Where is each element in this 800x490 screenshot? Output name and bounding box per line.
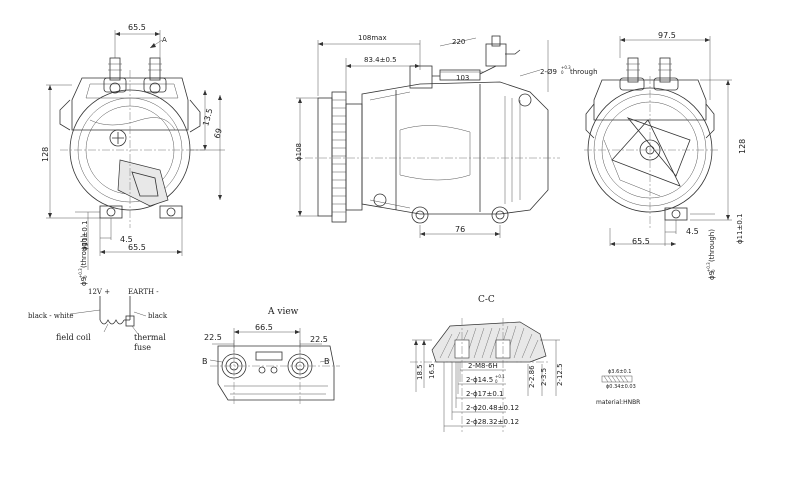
wiring-thermal: thermal xyxy=(134,333,166,342)
side-dim-220: 220 xyxy=(452,38,465,46)
cc-d145-tol: +0.1 xyxy=(495,374,505,379)
material-dim-bottom: ϕ0.34±0.03 xyxy=(606,384,636,390)
side-holes-tol: +0.3 xyxy=(561,65,571,70)
cc-d145-tol2: 0 xyxy=(495,379,498,384)
front-hole-9-tol2: 0 xyxy=(83,275,88,278)
rear-hole-11: ϕ11±0.1 xyxy=(736,213,744,244)
cc-v185: 18.5 xyxy=(416,364,424,380)
a-view-dim-225-right: 22.5 xyxy=(310,335,328,344)
wiring-12v: 12V + xyxy=(88,288,110,296)
front-hole-9-suffix: (through) xyxy=(80,235,88,268)
side-holes-tol2: 0 xyxy=(561,70,564,75)
side-dim-108max: 108max xyxy=(358,34,387,42)
front-view: 65.5 A 128 13.5 69 4.5 65.5 ϕ11±0.1 ϕ9 +… xyxy=(41,23,225,286)
wiring-diagram: 12V + EARTH - black - white black field … xyxy=(28,288,168,352)
rear-hole-9-tol2: 0 xyxy=(711,269,716,272)
cc-v286: 2-2.86 xyxy=(528,365,536,388)
cc-v165: 16.5 xyxy=(428,363,436,379)
cc-d2832: 2-ϕ28.32±0.12 xyxy=(466,418,519,426)
cc-d2048: 2-ϕ20.48±0.12 xyxy=(466,404,519,412)
front-dim-69: 69 xyxy=(213,127,224,139)
a-view-dim-225-left: 22.5 xyxy=(204,333,222,342)
wiring-field-coil: field coil xyxy=(56,333,91,342)
front-height-dim: 128 xyxy=(41,147,50,162)
front-hole-9-tol: +0.3 xyxy=(78,268,83,278)
a-view-b-left: B xyxy=(202,357,208,366)
cc-v35: 2-3.5 xyxy=(540,368,548,386)
material-dim-top: ϕ3.6±0.1 xyxy=(608,369,631,375)
material-label: material:HNBR xyxy=(596,399,640,406)
side-view: 108max 83.4±0.5 220 103 ϕ108 76 2-Ø9 +0.… xyxy=(295,34,598,238)
cc-d17: 2-ϕ17±0.1 xyxy=(466,390,504,398)
a-view-b-right: B xyxy=(324,357,330,366)
a-view: A view 66.5 22.5 22.5 B B xyxy=(202,307,340,406)
front-hole-11: ϕ11±0.1 xyxy=(81,220,89,251)
side-dia-108: ϕ108 xyxy=(295,143,303,161)
rear-view: 97.5 128 4.5 65.5 ϕ11±0.1 ϕ9 +0.3 0 (thr… xyxy=(584,31,747,280)
rear-hole-9-label: ϕ9 +0.3 0 (through) xyxy=(706,229,716,280)
front-bottom-655: 65.5 xyxy=(128,243,146,252)
rear-hole-9-suffix: (through) xyxy=(708,229,716,262)
side-dim-103: 103 xyxy=(456,74,469,82)
wiring-black-white: black - white xyxy=(28,312,74,320)
rear-height-dim: 128 xyxy=(738,139,747,154)
a-view-title: A view xyxy=(267,307,299,317)
wiring-black: black xyxy=(148,312,168,320)
cc-v125: 2-12.5 xyxy=(556,363,564,386)
side-holes: 2-Ø9 xyxy=(540,68,557,76)
front-width-dim: 65.5 xyxy=(128,23,146,32)
rear-bottom-655: 65.5 xyxy=(632,237,650,246)
front-bottom-45: 4.5 xyxy=(120,235,133,244)
side-dim-76: 76 xyxy=(455,225,465,234)
front-dim-135: 13.5 xyxy=(201,107,214,127)
cc-title: C-C xyxy=(478,295,495,305)
rear-width-dim: 97.5 xyxy=(658,31,676,40)
cc-d145: 2-ϕ14.5 xyxy=(466,376,493,384)
front-hole-9-label: ϕ9 +0.3 0 (through) xyxy=(78,235,88,286)
material-note: ϕ3.6±0.1 ϕ0.34±0.03 material:HNBR xyxy=(596,369,640,406)
cc-section: C-C 2-M8-6H 2-ϕ14.5 +0.1 0 2-ϕ17±0.1 2-ϕ… xyxy=(410,295,564,432)
rear-bottom-45: 4.5 xyxy=(686,227,699,236)
side-holes-suffix: through xyxy=(570,68,598,76)
wiring-fuse: fuse xyxy=(134,343,151,352)
rear-hole-9-tol: +0.3 xyxy=(706,262,711,272)
front-hole-9: ϕ9 xyxy=(80,277,88,286)
side-dim-834: 83.4±0.5 xyxy=(364,56,397,64)
cc-thread: 2-M8-6H xyxy=(468,362,498,370)
a-view-dim-665: 66.5 xyxy=(255,323,273,332)
wiring-earth: EARTH - xyxy=(128,288,159,296)
front-arrow-label: A xyxy=(162,36,167,44)
rear-hole-9: ϕ9 xyxy=(708,271,716,280)
